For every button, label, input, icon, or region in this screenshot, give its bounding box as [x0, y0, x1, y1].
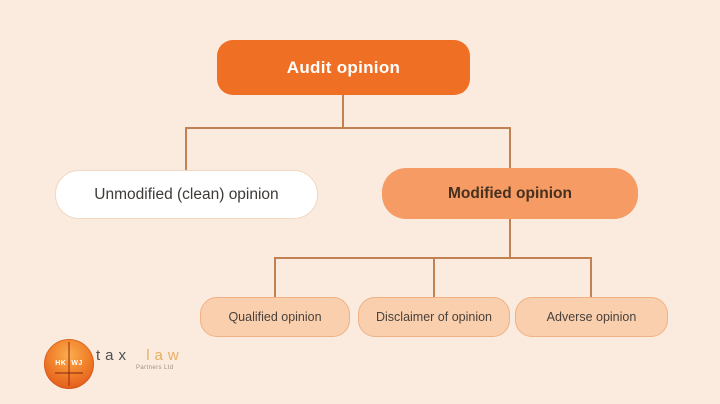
logo-initials-left: HK: [55, 360, 67, 367]
connector-modified-stem: [509, 219, 511, 259]
wordmark-law: law: [146, 347, 184, 364]
node-qualified-opinion: Qualified opinion: [200, 297, 350, 337]
node-disclaimer-of-opinion: Disclaimer of opinion: [358, 297, 510, 337]
connector-to-disclaimer: [433, 257, 435, 297]
connector-to-modified: [509, 127, 511, 168]
logo-circle-icon: HK WJ: [44, 339, 94, 389]
company-logo: HK WJ tax law Partners Ltd: [44, 338, 194, 390]
logo-wordmark: tax law: [96, 347, 184, 364]
wordmark-tax: tax: [96, 347, 132, 364]
connector-level1-horizontal: [185, 127, 511, 129]
connector-to-adverse: [590, 257, 592, 297]
logo-initials-right: WJ: [71, 360, 83, 367]
connector-to-qualified: [274, 257, 276, 297]
logo-divider-line: [68, 342, 70, 386]
node-adverse-opinion: Adverse opinion: [515, 297, 668, 337]
connector-to-unmodified: [185, 127, 187, 170]
node-unmodified-opinion: Unmodified (clean) opinion: [55, 170, 318, 219]
logo-tagline: Partners Ltd: [136, 365, 174, 371]
node-modified-opinion: Modified opinion: [382, 168, 638, 219]
logo-initials: HK WJ: [44, 360, 94, 367]
connector-root-stem: [342, 95, 344, 129]
node-audit-opinion: Audit opinion: [217, 40, 470, 95]
logo-microtext-line: [55, 372, 83, 374]
